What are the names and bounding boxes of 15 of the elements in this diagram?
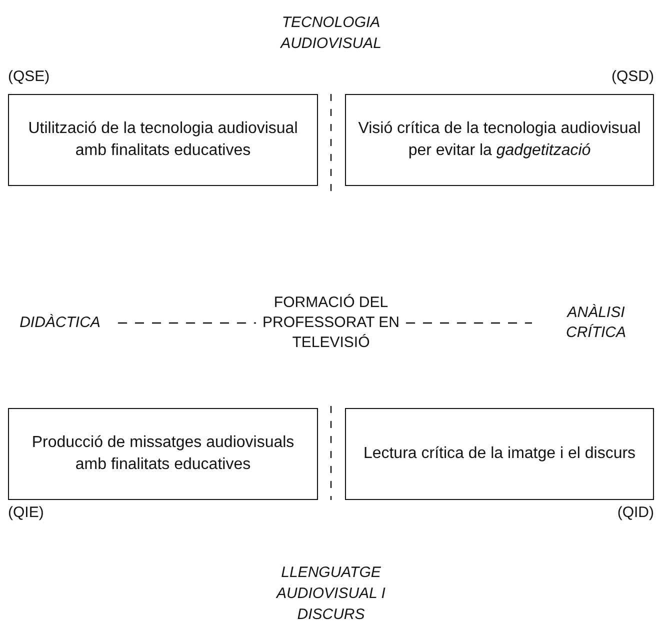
dashed-connector [118, 322, 256, 324]
center-label: FORMACIÓ DEL PROFESSORAT EN TELEVISIÓ [260, 286, 402, 360]
quadrant-code: (QIE) [8, 504, 44, 521]
axis-end-label: DIDÀCTICA [6, 310, 114, 336]
quadrant-code: (QID) [617, 504, 654, 521]
quadrant-code: (QSD) [612, 68, 654, 85]
axis-title: LLENGUATGE AUDIOVISUAL I DISCURS [274, 563, 386, 625]
quadrant-code: (QSE) [8, 68, 50, 85]
dashed-connector [406, 322, 532, 324]
quadrant-box: Lectura crítica de la imatge i el discurs [345, 408, 654, 500]
quadrant-box: Visió crítica de la tecnologia audiovisual per evitar la gadgetització [345, 94, 654, 186]
quadrant-box: Producció de missatges audiovisuals amb finalitats educatives [8, 408, 318, 500]
axis-title: TECNOLOGIA AUDIOVISUAL [279, 13, 382, 54]
quadrant-box: Utilització de la tecnologia audiovisual amb finalitats educatives [8, 94, 318, 186]
axis-end-label: ANÀLISI CRÍTICA [536, 288, 656, 358]
